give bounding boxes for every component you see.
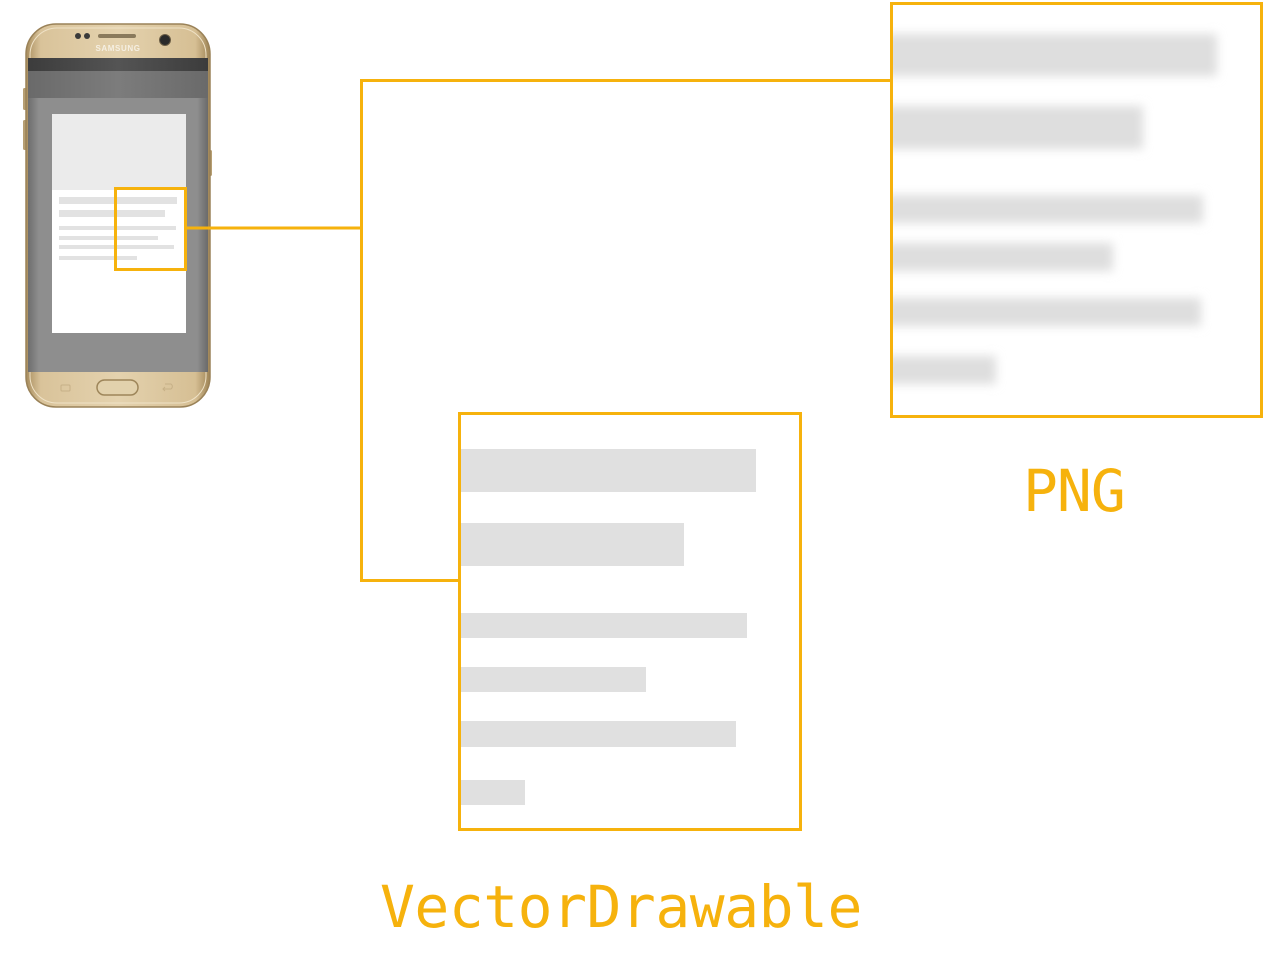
png-text-line [892, 356, 996, 384]
screen-card-image [52, 114, 186, 190]
phone-status-bar [28, 58, 208, 71]
screen-text-line [59, 226, 176, 230]
screen-text-line [59, 256, 137, 260]
png-panel-border [890, 2, 1263, 418]
vector-text-line [461, 667, 646, 692]
front-sensor-icon [75, 33, 81, 39]
vector-text-line [461, 780, 525, 805]
phone-device: SAMSUNG [23, 23, 212, 408]
screen-text-line [59, 210, 165, 217]
front-sensor-icon [84, 33, 90, 39]
phone-brand-logo: SAMSUNG [95, 44, 140, 53]
png-label: PNG [1023, 457, 1126, 525]
png-text-line [892, 195, 1203, 223]
phone-app-bar [28, 71, 208, 98]
png-text-line [892, 106, 1143, 149]
zoom-connectors [114, 79, 892, 582]
front-camera-icon [159, 34, 171, 46]
vector-text-line [461, 523, 684, 566]
vector-text-line [461, 721, 736, 747]
png-zoom-panel [890, 2, 1263, 418]
vectordrawable-label: VectorDrawable [380, 873, 862, 941]
vectordrawable-zoom-panel [458, 412, 802, 831]
vector-text-line [461, 613, 747, 638]
vector-text-line [461, 449, 756, 492]
back-icon [162, 383, 173, 392]
earpiece-speaker [98, 34, 136, 38]
png-text-line [892, 34, 1217, 76]
home-button [96, 379, 139, 396]
recent-apps-icon [60, 384, 71, 392]
zoom-highlight-box [114, 187, 187, 271]
png-text-line [892, 243, 1113, 271]
png-text-line [892, 298, 1201, 326]
screen-text-line [59, 197, 177, 204]
vector-panel-border [458, 412, 802, 831]
screen-text-line [59, 236, 158, 240]
